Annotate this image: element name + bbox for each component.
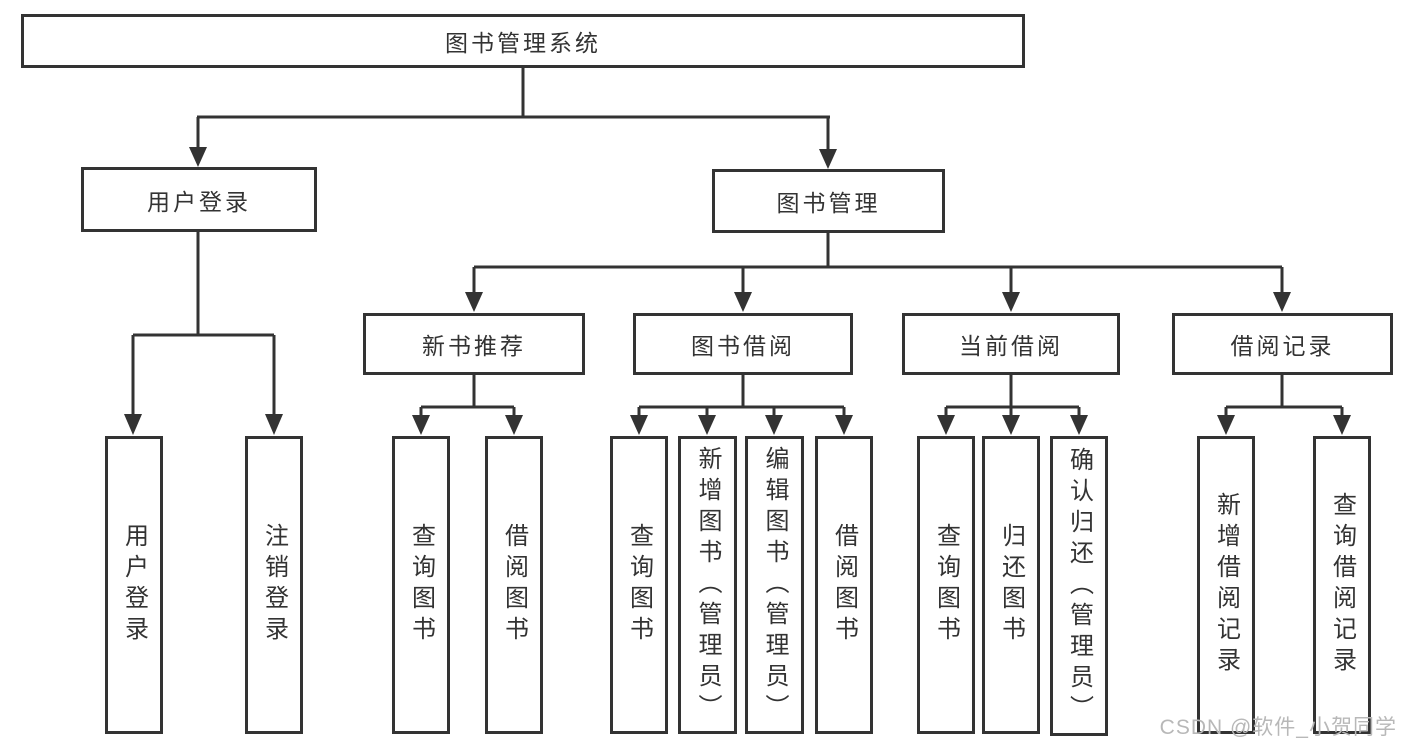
node-user-login: 用户登录 xyxy=(81,167,317,232)
leaf-borrow-query-books: 查询图书 xyxy=(610,436,668,734)
leaf-record-query: 查询借阅记录 xyxy=(1313,436,1371,734)
leaf-borrow-edit-books-admin: 编辑图书（管理员） xyxy=(745,436,804,734)
node-new-book-recommend: 新书推荐 xyxy=(363,313,585,375)
leaf-recommend-borrow-books: 借阅图书 xyxy=(485,436,543,734)
leaf-recommend-query-books: 查询图书 xyxy=(392,436,450,734)
node-book-management-label: 图书管理 xyxy=(776,190,881,216)
node-root-label: 图书管理系统 xyxy=(445,30,601,56)
leaf-record-add: 新增借阅记录 xyxy=(1197,436,1255,734)
node-book-borrow-label: 图书借阅 xyxy=(691,333,795,359)
leaf-current-query-books: 查询图书 xyxy=(917,436,975,734)
node-book-borrow: 图书借阅 xyxy=(633,313,853,375)
node-user-login-label: 用户登录 xyxy=(147,188,251,215)
leaf-current-confirm-return-admin: 确认归还（管理员） xyxy=(1050,436,1108,736)
leaf-current-return-books: 归还图书 xyxy=(982,436,1040,734)
node-borrow-record: 借阅记录 xyxy=(1172,313,1393,375)
leaf-borrow-borrow-books: 借阅图书 xyxy=(815,436,873,734)
leaf-logout: 注销登录 xyxy=(245,436,303,734)
leaf-user-login: 用户登录 xyxy=(105,436,163,734)
node-new-book-recommend-label: 新书推荐 xyxy=(422,333,526,359)
node-current-borrow-label: 当前借阅 xyxy=(959,333,1063,359)
node-current-borrow: 当前借阅 xyxy=(902,313,1120,375)
node-book-management: 图书管理 xyxy=(712,169,945,233)
leaf-borrow-add-books-admin: 新增图书（管理员） xyxy=(678,436,737,734)
node-borrow-record-label: 借阅记录 xyxy=(1230,333,1335,359)
node-root-system: 图书管理系统 xyxy=(21,14,1025,68)
